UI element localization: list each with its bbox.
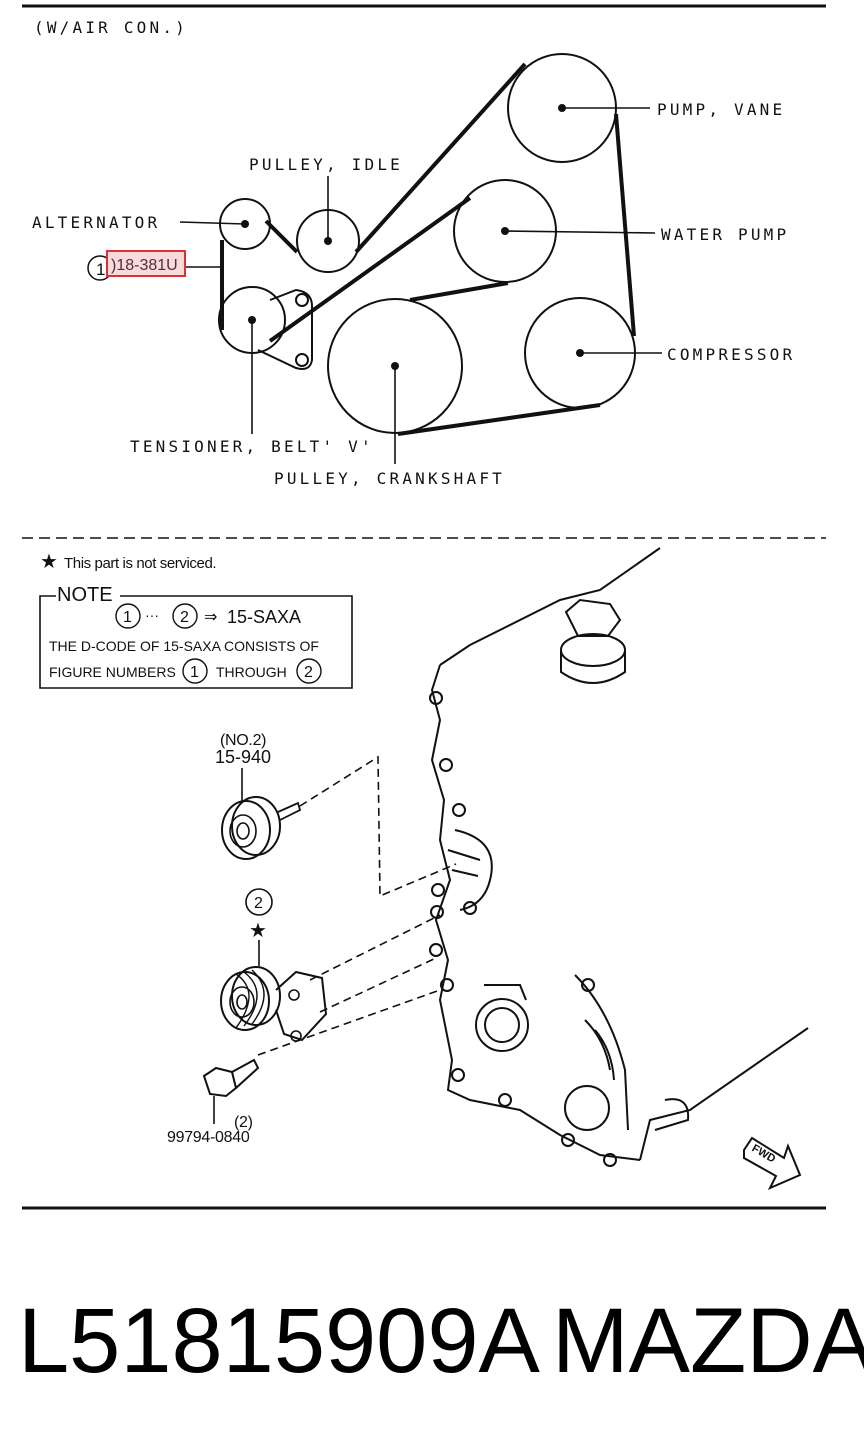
note-line-3-mid: THROUGH xyxy=(216,664,287,680)
note-ref-start: 1 xyxy=(123,609,132,626)
variant-label: (W/AIR CON.) xyxy=(34,18,188,37)
bolt-part-number: 99794-0840 xyxy=(167,1129,250,1146)
star-icon: ★ xyxy=(40,551,58,573)
note-line-3-ref2: 2 xyxy=(304,664,313,681)
parts-exploded-view: ★ This part is not serviced. NOTE 1 ··· … xyxy=(39,547,809,1191)
fwd-label: FWD xyxy=(750,1142,778,1165)
note-line-2: THE D-CODE OF 15-SAXA CONSISTS OF xyxy=(49,638,319,654)
note-box: NOTE 1 ··· 2 ⇒ 15-SAXA THE D-CODE OF 15-… xyxy=(39,584,353,689)
footer-brand: MAZDA xyxy=(552,1290,864,1392)
note-code: 15-SAXA xyxy=(227,607,301,627)
water-pump-label: WATER PUMP xyxy=(661,225,789,244)
note-arrow: ⇒ xyxy=(204,609,217,626)
part-code-highlight[interactable] xyxy=(106,250,186,277)
idle-pulley-label: PULLEY, IDLE xyxy=(249,155,403,174)
bolt-qty: (2) xyxy=(234,1114,253,1131)
footer-part-number: L51815909A xyxy=(18,1290,540,1392)
crankshaft-label: PULLEY, CRANKSHAFT xyxy=(274,469,505,488)
note-title: NOTE xyxy=(57,584,113,606)
note-line-3-start: FIGURE NUMBERS xyxy=(49,664,176,680)
part-code-text: )18-381U xyxy=(111,257,178,274)
tensioner-ref-number: 2 xyxy=(254,895,263,912)
alternator-label: ALTERNATOR xyxy=(32,213,160,232)
note-line-3-ref1: 1 xyxy=(190,664,199,681)
bolt-part[interactable]: (2) 99794-0840 xyxy=(167,1058,260,1146)
idler-part-number: 15-940 xyxy=(215,747,271,767)
idler-qualifier: (NO.2) xyxy=(220,732,266,749)
pump-vane-label: PUMP, VANE xyxy=(657,100,785,119)
tensioner-label: TENSIONER, BELT' V' xyxy=(130,437,374,456)
footer: L51815909A MAZDA xyxy=(18,1290,864,1392)
leader-lines xyxy=(179,107,662,464)
belt-routing-diagram: (W/AIR CON.) xyxy=(22,4,826,488)
tensioner-part[interactable]: 2 ★ xyxy=(220,888,441,1056)
tensioner-bracket xyxy=(257,288,313,370)
service-note: This part is not serviced. xyxy=(64,555,216,572)
fwd-direction-arrow: FWD xyxy=(743,1136,802,1191)
v-belt xyxy=(220,62,636,436)
engine-seals xyxy=(475,598,626,1131)
bracket-hole-bottom xyxy=(295,353,309,367)
engine-front-cover xyxy=(430,547,809,1161)
compressor-label: COMPRESSOR xyxy=(667,345,795,364)
note-ellipsis: ··· xyxy=(145,607,159,623)
engine-bolt-holes xyxy=(429,691,617,1167)
tensioner-ref-mark: ★ xyxy=(249,920,267,942)
callout-number: 1 xyxy=(96,260,105,279)
idler-pulley-part[interactable]: (NO.2) 15-940 xyxy=(215,732,457,898)
bracket-hole-top xyxy=(295,293,309,307)
note-ref-end: 2 xyxy=(180,609,189,626)
